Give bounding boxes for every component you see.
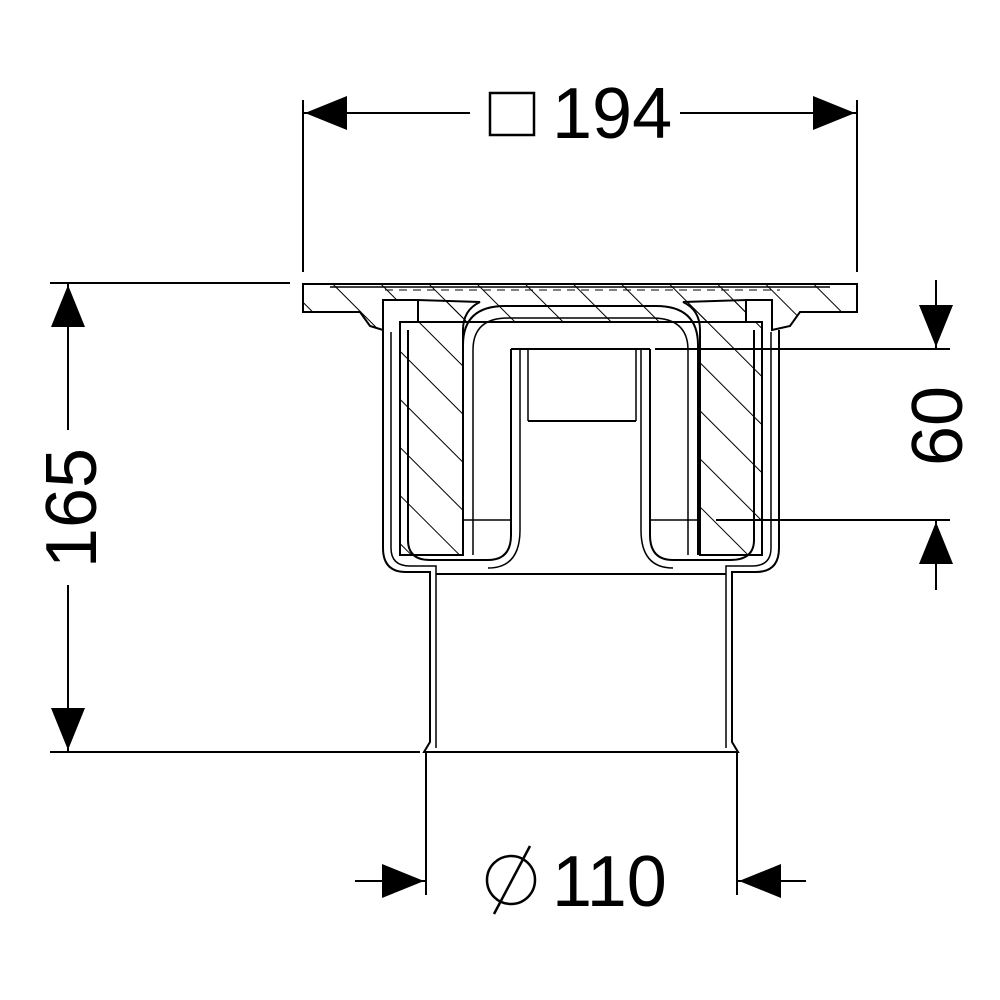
- seal-value: 60: [898, 386, 978, 466]
- inner-leg-right: [649, 330, 755, 561]
- diameter-icon: [485, 845, 537, 915]
- dimension-height: 165: [32, 282, 420, 753]
- arrow-down-icon: [919, 305, 953, 347]
- arrow-right-icon: [813, 96, 855, 130]
- left-wall: [399, 298, 481, 556]
- dimension-width: 194: [302, 74, 858, 272]
- square-icon: [488, 91, 536, 137]
- arrow-left-icon: [739, 864, 781, 898]
- arrow-down-icon: [51, 708, 85, 750]
- drain-body: [302, 283, 858, 753]
- housing-inner-wall: [390, 332, 772, 748]
- arrow-up-icon: [919, 522, 953, 564]
- arrow-left-icon: [305, 96, 347, 130]
- height-value: 165: [32, 448, 112, 568]
- diameter-value: 110: [552, 842, 667, 922]
- dimension-diameter: 110: [355, 752, 806, 922]
- inner-leg-left: [407, 330, 512, 561]
- right-wall: [682, 298, 763, 556]
- arrow-up-icon: [51, 285, 85, 327]
- dimension-seal: 60: [655, 280, 978, 590]
- trap-bell-outer: [462, 305, 699, 555]
- trap-bell-inner: [472, 317, 689, 555]
- arrow-right-icon: [382, 864, 424, 898]
- inner-leg-right-edge: [640, 349, 674, 569]
- inner-leg-left-edge: [487, 349, 521, 569]
- width-value: 194: [552, 74, 672, 154]
